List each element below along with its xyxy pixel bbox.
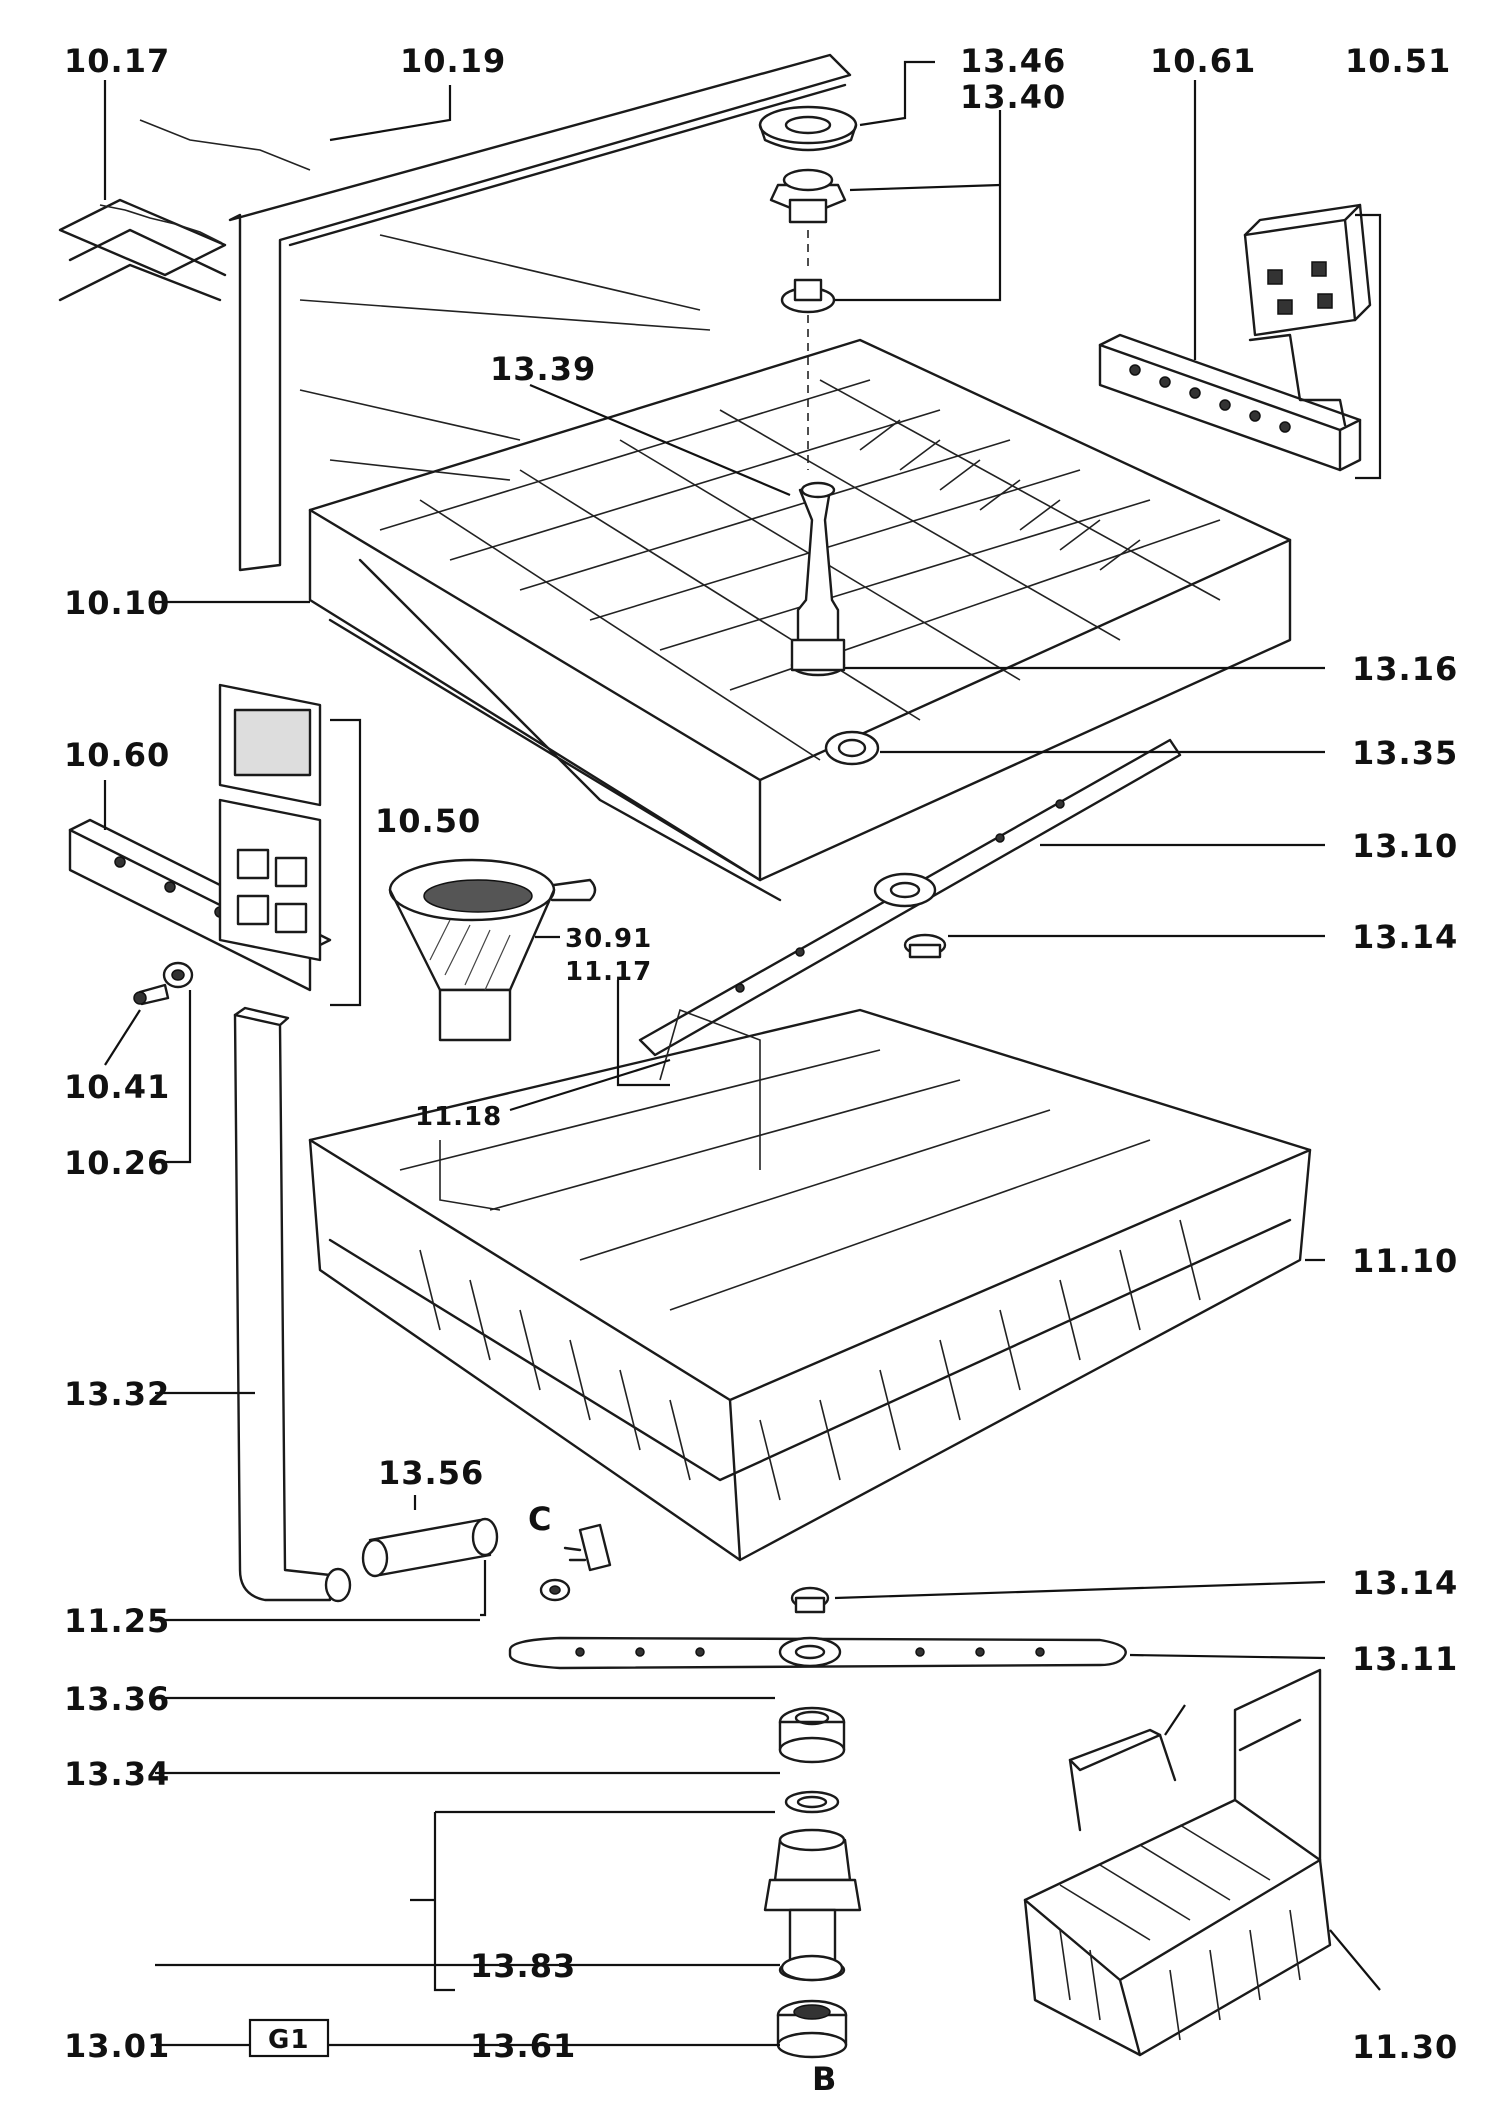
part-13-14-upper-bearing	[903, 933, 947, 959]
label-13-39: 13.39	[490, 350, 596, 388]
label-10-60: 10.60	[64, 736, 170, 774]
part-13-46-cap	[758, 105, 858, 152]
part-13-32-riser-pipe	[233, 1006, 352, 1603]
part-11-10-lower-basket	[308, 1008, 1312, 1562]
label-11-30: 11.30	[1352, 2028, 1458, 2066]
part-13-83-seal	[780, 1954, 844, 1982]
label-10-19: 10.19	[400, 42, 506, 80]
part-13-10-upper-spray-arm	[638, 738, 1182, 1057]
part-13-34-seal-ring	[784, 1790, 840, 1814]
part-13-40-nut	[769, 168, 847, 224]
label-13-46: 13.46	[960, 42, 1066, 80]
part-10-26-washer	[162, 961, 194, 989]
part-30-91-funnel	[388, 858, 597, 1042]
label-13-16: 13.16	[1352, 650, 1458, 688]
label-13-32: 13.32	[64, 1375, 170, 1413]
label-13-34: 13.34	[64, 1755, 170, 1793]
part-10-17-strip	[58, 119, 311, 302]
label-10-61: 10.61	[1150, 42, 1256, 80]
part-13-16-spray-pipe	[790, 481, 846, 677]
label-13-10: 13.10	[1352, 827, 1458, 865]
label-11-18: 11.18	[415, 1102, 502, 1132]
part-13-61-bottom-nut	[776, 1999, 848, 2059]
label-10-51: 10.51	[1345, 42, 1451, 80]
label-11-10: 11.10	[1352, 1242, 1458, 1280]
label-13-14-upper: 13.14	[1352, 918, 1458, 956]
label-13-11: 13.11	[1352, 1640, 1458, 1678]
label-30-91: 30.91	[565, 924, 652, 954]
part-10-61-rail	[1098, 333, 1362, 472]
label-10-17: 10.17	[64, 42, 170, 80]
label-13-01: 13.01	[64, 2027, 170, 2065]
label-10-41: 10.41	[64, 1068, 170, 1106]
label-10-26: 10.26	[64, 1144, 170, 1182]
part-10-50-bracket	[218, 683, 322, 962]
label-11-17: 11.17	[565, 957, 652, 987]
label-13-83: 13.83	[470, 1947, 576, 1985]
label-13-40: 13.40	[960, 78, 1066, 116]
part-10-10-upper-basket	[308, 338, 1292, 902]
label-13-56: 13.56	[378, 1454, 484, 1492]
label-13-36: 13.36	[64, 1680, 170, 1718]
part-13-14-lower-bearing	[790, 1586, 830, 1614]
callout-leaders	[103, 60, 1381, 2047]
sheet-tag: G1	[248, 2018, 330, 2058]
part-13-11-lower-spray-arm	[508, 1636, 1127, 1670]
label-11-25: 11.25	[64, 1602, 170, 1640]
label-13-35: 13.35	[1352, 734, 1458, 772]
label-letter-b: B	[812, 2060, 837, 2098]
label-13-61: 13.61	[470, 2027, 576, 2065]
part-10-51-bracket	[1243, 203, 1372, 337]
part-13-35-ring	[824, 730, 880, 766]
part-13-56-hose	[361, 1517, 499, 1578]
sheet-tag-text: G1	[268, 2025, 309, 2055]
label-10-10: 10.10	[64, 584, 170, 622]
part-clip-c	[539, 1523, 612, 1602]
label-13-14-lower: 13.14	[1352, 1564, 1458, 1602]
part-13-36-nut	[778, 1706, 846, 1764]
label-letter-c: C	[528, 1500, 552, 1538]
part-10-19-frame	[228, 53, 852, 572]
part-10-41-screw	[133, 983, 170, 1006]
part-11-30-cutlery-basket	[1023, 1668, 1332, 2057]
label-10-50: 10.50	[375, 802, 481, 840]
part-13-40-washer	[780, 278, 836, 314]
